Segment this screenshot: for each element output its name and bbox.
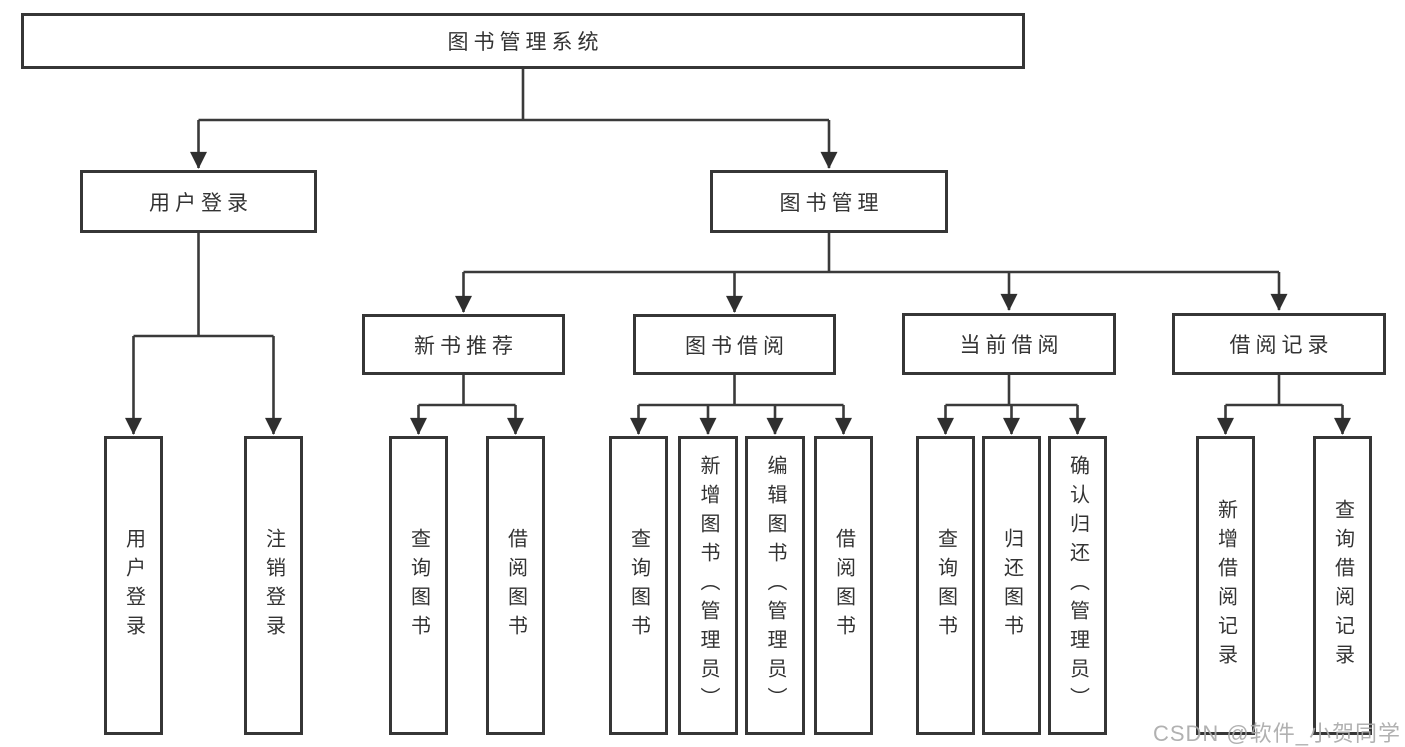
leaf-logout: 注销登录 (244, 436, 303, 735)
node-new-book-recommendation: 新书推荐 (362, 314, 565, 375)
node-borrowing-records: 借阅记录 (1172, 313, 1386, 375)
leaf-return-books: 归还图书 (982, 436, 1041, 735)
node-user-login: 用户登录 (80, 170, 317, 233)
node-current-borrowing: 当前借阅 (902, 313, 1116, 375)
leaf-confirm-return-admin: 确认归还（管理员） (1048, 436, 1107, 735)
leaf-add-books-admin: 新增图书（管理员） (678, 436, 738, 735)
leaf-borrow-books-recommend: 借阅图书 (486, 436, 545, 735)
node-book-borrowing: 图书借阅 (633, 314, 836, 375)
leaf-edit-books-admin: 编辑图书（管理员） (745, 436, 805, 735)
node-library-management-system: 图书管理系统 (21, 13, 1025, 69)
node-book-management: 图书管理 (710, 170, 948, 233)
leaf-borrow-books-borrowing: 借阅图书 (814, 436, 873, 735)
leaf-query-books-borrowing: 查询图书 (609, 436, 668, 735)
leaf-query-books-current: 查询图书 (916, 436, 975, 735)
csdn-watermark: CSDN @软件_小贺同学 (1152, 721, 1401, 746)
leaf-user-login: 用户登录 (104, 436, 163, 735)
leaf-add-borrow-record: 新增借阅记录 (1196, 436, 1255, 735)
leaf-query-books-recommend: 查询图书 (389, 436, 448, 735)
leaf-query-borrow-record: 查询借阅记录 (1313, 436, 1372, 735)
